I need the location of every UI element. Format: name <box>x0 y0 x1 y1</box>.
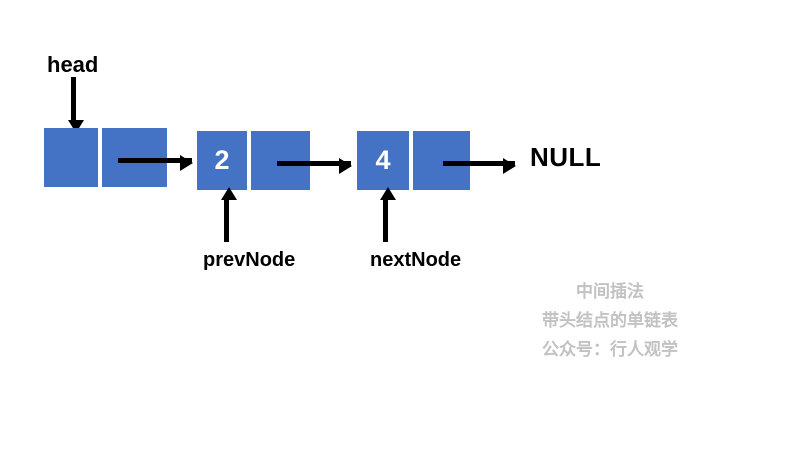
prev-node-label: prevNode <box>203 249 296 271</box>
next-pointer-arrow-two-to-four-icon <box>277 158 352 174</box>
watermark-line-1: 中间插法 <box>576 282 644 301</box>
list-node-head-pointer-cell <box>102 128 167 187</box>
prev-node-pointer-arrow-icon <box>221 187 237 242</box>
next-node-pointer-arrow-icon <box>380 187 396 242</box>
watermark-caption: 中间插法 带头结点的单链表 公众号：行人观学 <box>520 277 700 364</box>
watermark-line-2: 带头结点的单链表 <box>542 311 678 330</box>
next-pointer-arrow-four-to-null-icon <box>443 158 516 174</box>
next-pointer-arrow-head-to-two-icon <box>118 155 193 171</box>
list-node-two-pointer-cell <box>251 131 310 190</box>
list-node-two[interactable]: 2 <box>197 131 310 190</box>
list-node-four-pointer-cell <box>413 131 470 190</box>
list-node-head-data-cell <box>44 128 98 187</box>
watermark-line-3: 公众号：行人观学 <box>542 340 678 359</box>
list-node-four-divider <box>409 131 413 190</box>
list-node-two-value: 2 <box>214 145 230 175</box>
list-node-four[interactable]: 4 <box>357 131 470 190</box>
head-pointer-label: head <box>47 52 99 77</box>
list-node-four-data-cell: 4 <box>357 131 409 190</box>
list-node-head-divider <box>98 128 102 187</box>
list-node-two-divider <box>247 131 251 190</box>
head-pointer-arrow-icon <box>68 77 84 133</box>
list-node-head[interactable] <box>44 128 167 187</box>
null-terminator-label: NULL <box>530 142 602 172</box>
list-node-two-data-cell: 2 <box>197 131 247 190</box>
list-node-four-value: 4 <box>375 145 391 175</box>
next-node-label: nextNode <box>370 249 462 271</box>
